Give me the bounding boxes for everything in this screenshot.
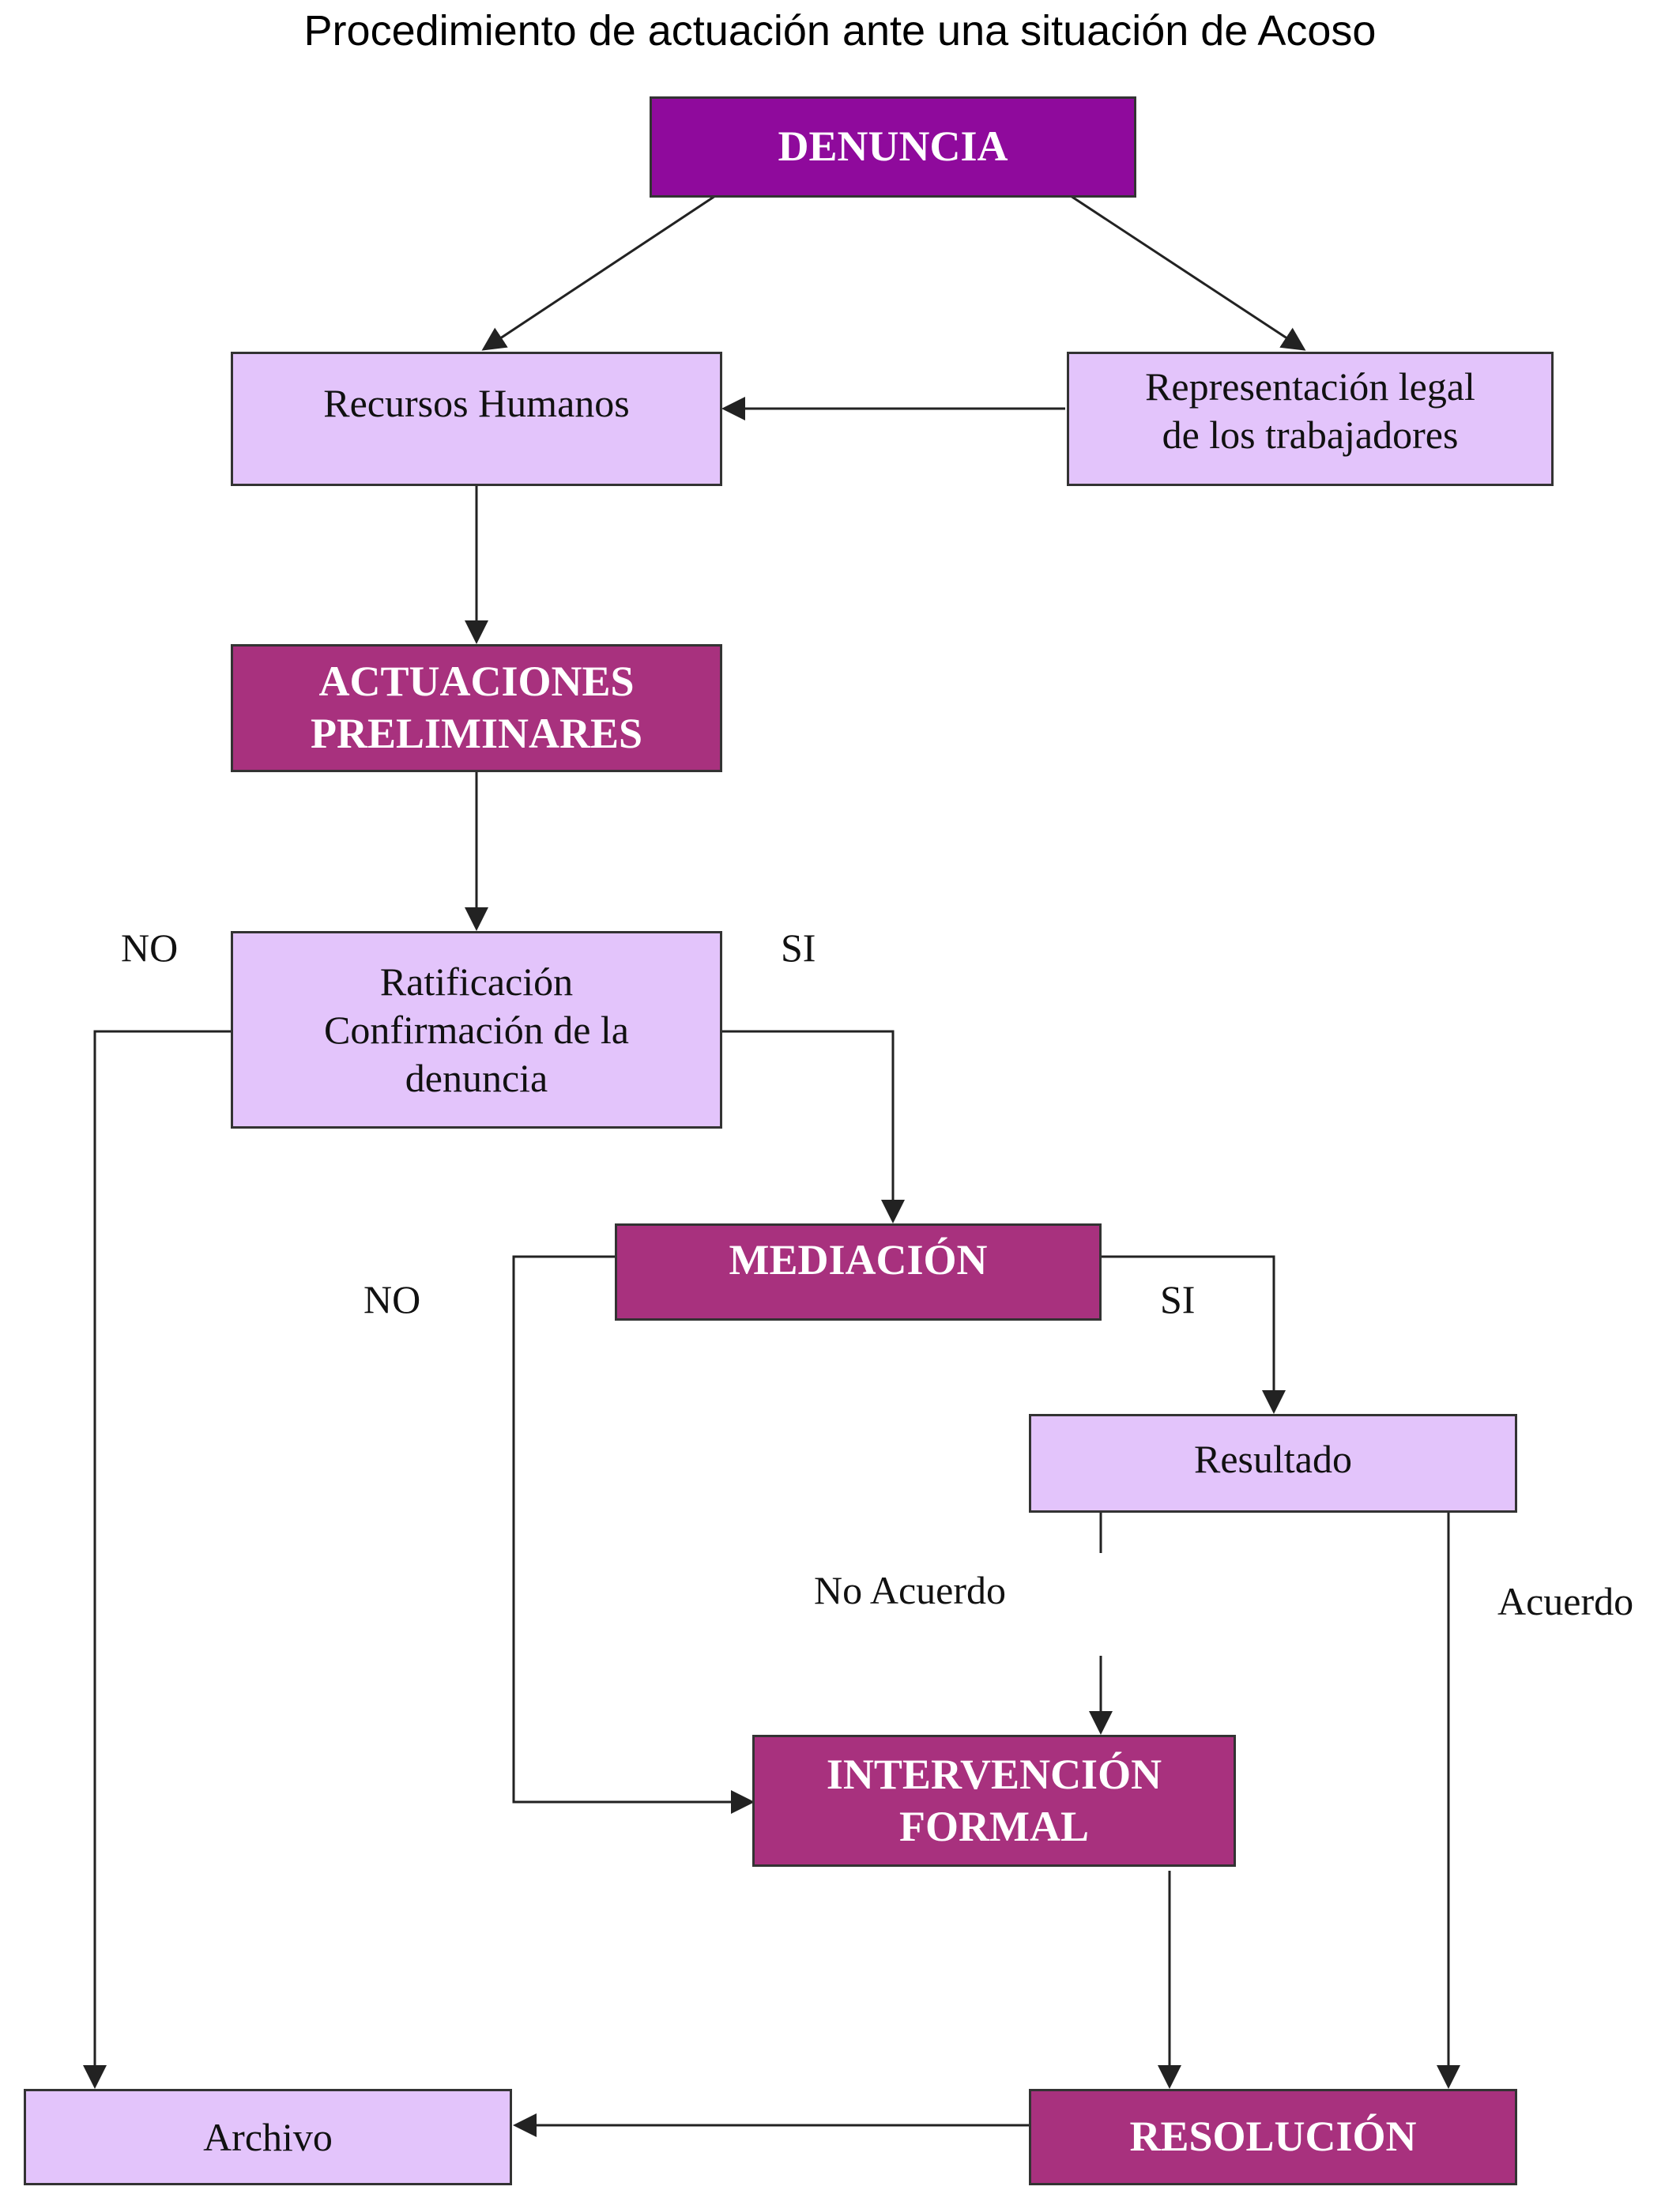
node-representacion-legal: Representación legal de los trabajadores: [1067, 352, 1554, 486]
node-actuaciones-preliminares-label: ACTUACIONES PRELIMINARES: [310, 658, 643, 757]
label-si-ratificacion: SI: [781, 925, 816, 970]
label-no-ratificacion: NO: [121, 925, 179, 970]
node-ratificacion: Ratificación Confirmación de la denuncia: [231, 931, 722, 1129]
arrow-mediacion-si-to-resultado: [1102, 1255, 1286, 1414]
arrow-ratificacion-no-to-archivo: [83, 1030, 231, 2089]
node-mediacion: MEDIACIÓN: [615, 1223, 1102, 1321]
node-resolucion-label: RESOLUCIÓN: [1129, 2113, 1417, 2161]
arrow-denuncia-to-rrhh: [481, 194, 716, 351]
node-mediacion-label: MEDIACIÓN: [729, 1235, 988, 1284]
node-resultado-label: Resultado: [1194, 1437, 1352, 1481]
node-representacion-legal-label: Representación legal de los trabajadores: [1145, 364, 1475, 457]
node-ratificacion-label: Ratificación Confirmación de la denuncia: [324, 959, 629, 1100]
node-recursos-humanos-label: Recursos Humanos: [323, 380, 630, 425]
label-si-mediacion: SI: [1160, 1277, 1196, 1321]
diagram-title: Procedimiento de actuación ante una situ…: [303, 7, 1377, 55]
node-archivo-label: Archivo: [203, 2114, 333, 2159]
label-acuerdo: Acuerdo: [1497, 1579, 1634, 1623]
node-actuaciones-preliminares: ACTUACIONES PRELIMINARES: [231, 644, 722, 772]
node-intervencion-formal: INTERVENCIÓN FORMAL: [752, 1735, 1236, 1867]
label-no-mediacion: NO: [363, 1277, 421, 1321]
arrow-ratificacion-si-to-mediacion: [721, 1030, 905, 1223]
node-archivo: Archivo: [24, 2089, 512, 2185]
node-intervencion-formal-label: INTERVENCIÓN FORMAL: [826, 1750, 1162, 1850]
arrow-mediacion-no-to-intervencion: [512, 1255, 755, 1814]
node-resolucion: RESOLUCIÓN: [1029, 2089, 1517, 2185]
node-resultado: Resultado: [1029, 1414, 1517, 1513]
node-denuncia-label: DENUNCIA: [778, 123, 1008, 171]
arrow-denuncia-to-representacion: [1070, 194, 1306, 351]
node-recursos-humanos: Recursos Humanos: [231, 352, 722, 486]
label-no-acuerdo: No Acuerdo: [814, 1568, 1006, 1612]
node-denuncia: DENUNCIA: [650, 96, 1136, 198]
